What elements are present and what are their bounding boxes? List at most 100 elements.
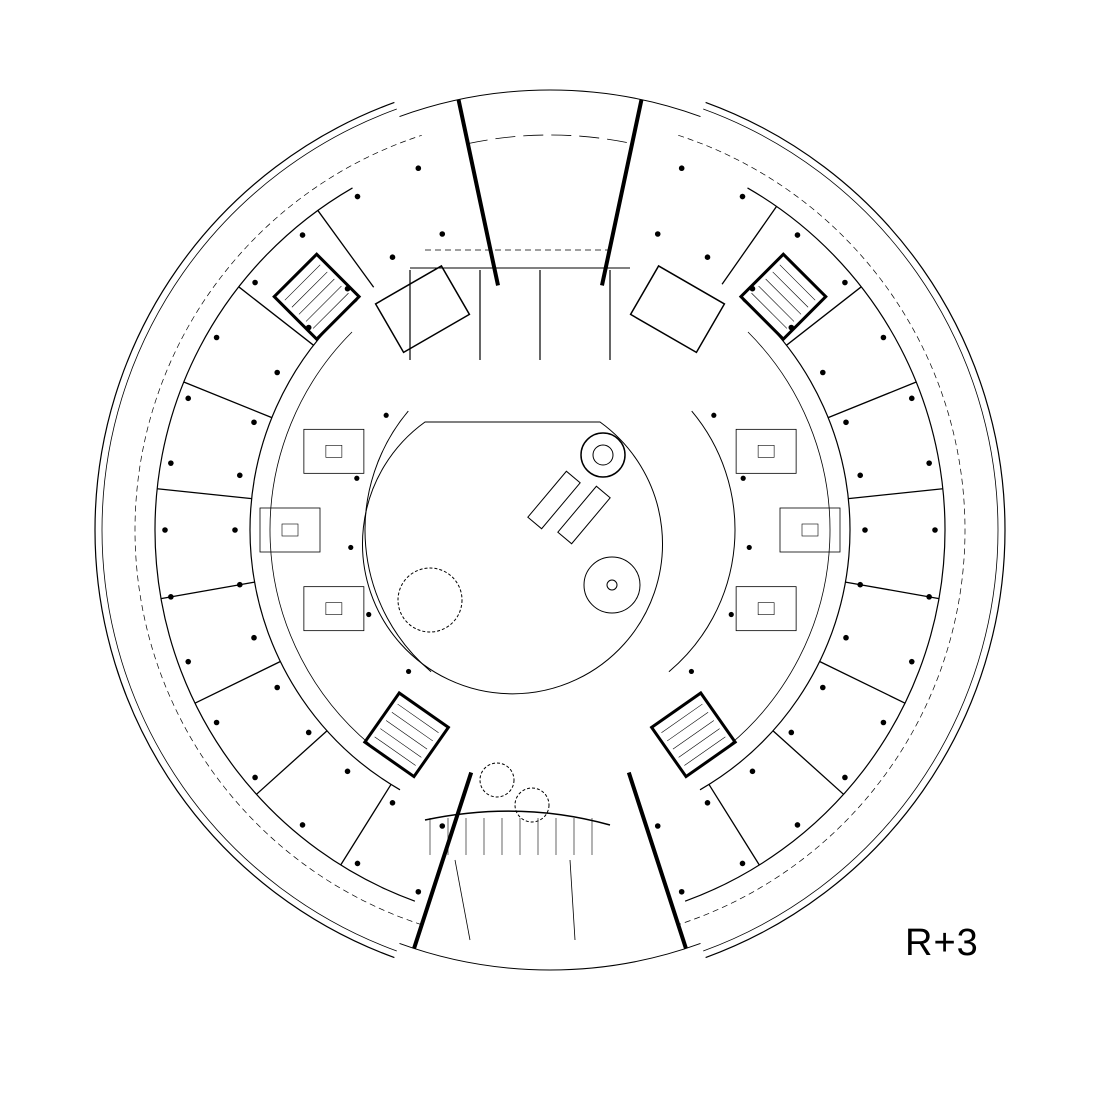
column bbox=[274, 369, 281, 376]
lounge-table bbox=[757, 602, 775, 615]
column bbox=[842, 774, 848, 781]
stair-tread bbox=[667, 712, 709, 742]
stair-tread bbox=[291, 271, 328, 308]
office-partition bbox=[238, 286, 314, 346]
column bbox=[299, 822, 306, 828]
dashed-balcony-line bbox=[678, 134, 966, 926]
stair-tread bbox=[374, 736, 416, 766]
stair-tread bbox=[772, 271, 809, 308]
office-partition bbox=[157, 488, 252, 500]
slide-chute bbox=[557, 485, 611, 545]
corridor-wall bbox=[249, 299, 401, 791]
column bbox=[704, 799, 711, 806]
column bbox=[185, 395, 192, 402]
stair-tread bbox=[672, 720, 715, 750]
column bbox=[274, 684, 281, 691]
lounge-seating bbox=[735, 586, 797, 632]
column bbox=[344, 768, 351, 775]
spiral-slide-top bbox=[580, 432, 626, 478]
column bbox=[746, 544, 752, 551]
office-outer-wall bbox=[154, 187, 416, 902]
column bbox=[654, 823, 661, 829]
stair-tread bbox=[305, 285, 342, 322]
lounge-outer-wall bbox=[729, 331, 831, 745]
column bbox=[299, 232, 306, 238]
column bbox=[926, 460, 932, 466]
lounge-table bbox=[757, 445, 775, 458]
ramp-line bbox=[569, 859, 576, 941]
column bbox=[213, 719, 220, 726]
lounge-inner-wall bbox=[668, 410, 736, 673]
slide-chute bbox=[527, 470, 581, 530]
spiral-staircase-post bbox=[606, 579, 618, 591]
office-partition bbox=[721, 206, 778, 285]
stair-tread bbox=[284, 264, 321, 301]
column bbox=[678, 888, 685, 895]
office-outer-wall bbox=[684, 187, 946, 902]
stair-core bbox=[738, 252, 828, 342]
stair-tread bbox=[385, 720, 428, 750]
column bbox=[678, 165, 685, 172]
lounge-inner-wall bbox=[364, 410, 432, 673]
spiral-staircase bbox=[583, 556, 641, 614]
stair-tread bbox=[751, 292, 788, 329]
level-label: R+3 bbox=[905, 922, 979, 964]
tree-canopy bbox=[397, 567, 463, 633]
office-partition bbox=[340, 784, 392, 866]
stair-tread bbox=[779, 264, 816, 301]
column bbox=[389, 799, 396, 806]
restroom-block bbox=[629, 264, 726, 354]
column bbox=[842, 279, 848, 286]
column bbox=[654, 231, 661, 237]
dashed-balcony-line bbox=[134, 134, 422, 926]
spiral-slide-core bbox=[592, 444, 614, 466]
column bbox=[251, 634, 257, 641]
column bbox=[236, 581, 243, 588]
column bbox=[711, 412, 717, 418]
column bbox=[794, 232, 801, 238]
lounge-table bbox=[325, 602, 343, 615]
stair-tread bbox=[380, 728, 422, 758]
column bbox=[739, 860, 746, 867]
column bbox=[819, 369, 826, 376]
column bbox=[354, 475, 360, 481]
stair-tread bbox=[678, 728, 720, 758]
stair-tread bbox=[758, 285, 795, 322]
column bbox=[415, 888, 422, 895]
stair-core bbox=[649, 690, 738, 779]
columns bbox=[162, 165, 938, 895]
office-partition bbox=[194, 660, 281, 704]
outer-facade-ring bbox=[101, 108, 397, 952]
column bbox=[185, 658, 192, 665]
column bbox=[788, 729, 795, 736]
tree-canopy bbox=[514, 787, 550, 823]
column bbox=[251, 419, 257, 426]
column bbox=[439, 231, 446, 237]
office-partition bbox=[256, 730, 328, 795]
office-partition bbox=[827, 381, 917, 419]
ramp-line bbox=[454, 859, 471, 941]
office-partition bbox=[819, 660, 906, 704]
column bbox=[843, 634, 849, 641]
corridor-wall bbox=[699, 299, 851, 791]
column bbox=[926, 594, 932, 600]
column bbox=[739, 193, 746, 200]
column bbox=[908, 658, 915, 665]
outer-facade-ring bbox=[94, 101, 395, 959]
office-partition bbox=[772, 730, 844, 795]
column bbox=[688, 668, 695, 675]
column bbox=[305, 729, 312, 736]
building-rings bbox=[94, 89, 1006, 971]
column bbox=[354, 860, 361, 867]
stair-tread bbox=[684, 736, 726, 766]
office-partition bbox=[183, 381, 273, 419]
office-partition bbox=[786, 286, 862, 346]
column bbox=[162, 527, 168, 533]
south-bridge bbox=[424, 810, 611, 826]
lounge-table bbox=[325, 445, 343, 458]
stair-core bbox=[362, 690, 451, 779]
office-partition bbox=[848, 488, 943, 500]
dashed-canopy-line bbox=[467, 134, 633, 145]
lounge-seating bbox=[735, 428, 797, 474]
